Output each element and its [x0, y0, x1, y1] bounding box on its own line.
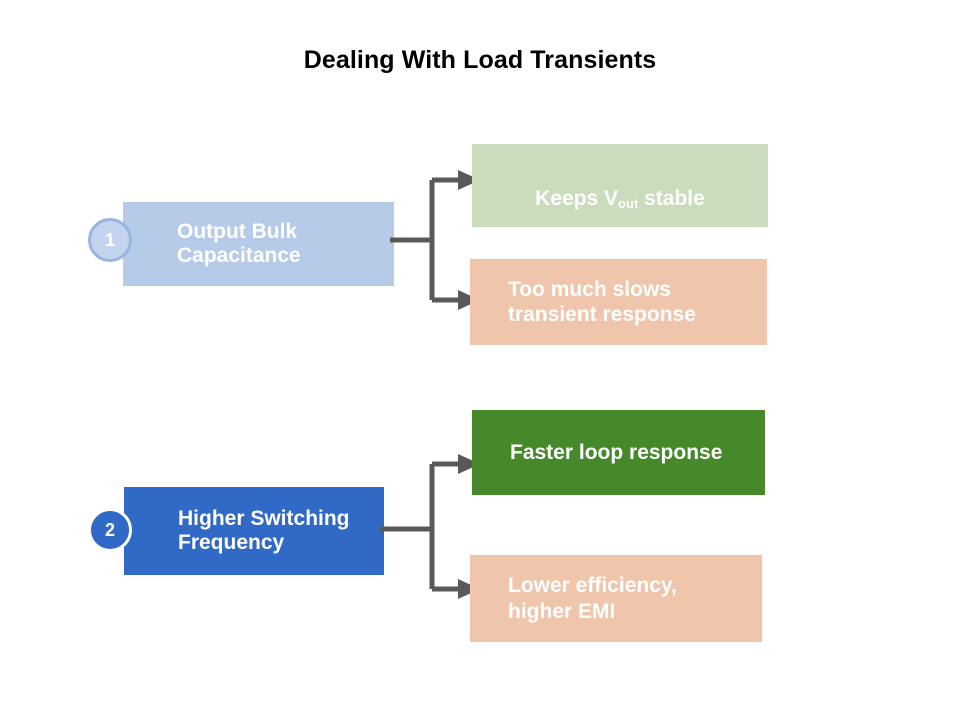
outcome-box-lower-efficiency-higher-emi[interactable]: Lower efficiency, higher EMI — [470, 555, 762, 642]
outcome-box-faster-loop-response[interactable]: Faster loop response — [472, 410, 765, 495]
step-number-text: 2 — [104, 519, 115, 540]
outcome-label: Too much slows transient response — [508, 277, 696, 326]
outcome-label: Keeps Vout stable — [472, 160, 768, 212]
outcome-subscript: out — [618, 196, 639, 212]
outcome-box-keeps-vout-stable[interactable]: Keeps Vout stable — [472, 144, 768, 227]
step-number-text: 1 — [104, 229, 115, 250]
step-label: Higher Switching Frequency — [178, 506, 350, 554]
outcome-text-pre: Keeps V — [535, 186, 619, 210]
step-number-badge-2: 2 — [88, 508, 132, 552]
outcome-label: Faster loop response — [510, 440, 723, 464]
outcome-box-too-much-slows-transient-response[interactable]: Too much slows transient response — [470, 259, 767, 345]
step-box-higher-switching-frequency[interactable]: Higher Switching Frequency — [124, 487, 384, 575]
step-box-output-bulk-capacitance[interactable]: Output Bulk Capacitance — [123, 202, 394, 286]
outcome-label: Lower efficiency, higher EMI — [508, 574, 677, 623]
branch-split-arrow-icon — [380, 454, 480, 599]
step-label: Output Bulk Capacitance — [177, 219, 301, 267]
step-number-badge-1: 1 — [88, 218, 132, 262]
outcome-text-post: stable — [638, 186, 705, 210]
page-title: Dealing With Load Transients — [303, 46, 657, 74]
